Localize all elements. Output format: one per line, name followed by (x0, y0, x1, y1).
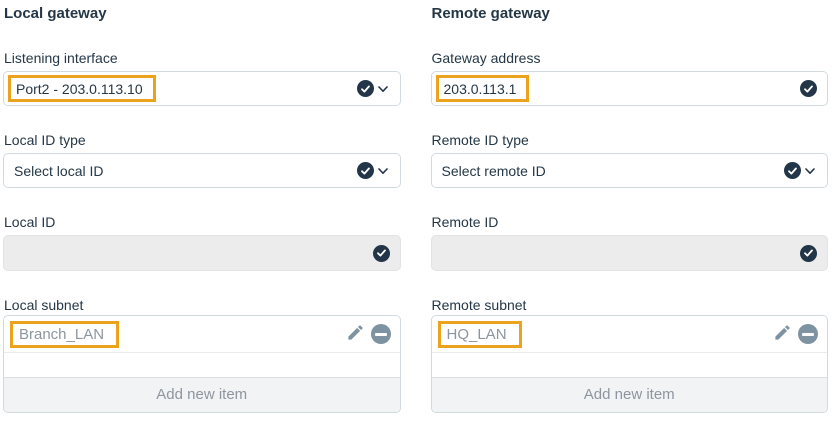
minus-circle-icon (798, 324, 818, 344)
gateway-address-label: Gateway address (431, 50, 541, 66)
local-id-type-value: Select local ID (14, 162, 104, 179)
check-circle-icon (356, 80, 374, 97)
listening-interface-label: Listening interface (4, 50, 118, 66)
item-actions (346, 323, 391, 345)
add-new-item-button[interactable]: Add new item (4, 377, 400, 412)
subnet-list-item: HQ_LAN (431, 316, 827, 353)
remote-gateway-heading: Remote gateway (431, 5, 550, 22)
control-icons (800, 244, 817, 262)
remote-subnet-group: Remote subnet HQ_LAN (430, 297, 828, 413)
remote-id-input (430, 235, 828, 271)
add-new-item-button[interactable]: Add new item (431, 377, 827, 412)
control-icons (356, 162, 390, 179)
annotation-highlight: Branch_LAN (10, 320, 120, 348)
remote-gateway-section: Remote gateway Gateway address 203.0.113… (430, 5, 828, 439)
remove-item-button[interactable] (370, 324, 391, 344)
minus-circle-icon (370, 324, 391, 344)
remote-id-type-group: Remote ID type Select remote ID (430, 132, 828, 188)
edit-item-button[interactable] (773, 323, 792, 345)
local-id-type-group: Local ID type Select local ID (3, 132, 401, 188)
local-id-label: Local ID (4, 214, 56, 230)
control-icons (356, 80, 390, 97)
local-gateway-section: Local gateway Listening interface Port2 … (3, 5, 401, 439)
annotation-highlight: HQ_LAN (437, 320, 522, 348)
subnet-item-value: HQ_LAN (446, 325, 507, 343)
chevron-down-icon (376, 82, 390, 96)
annotation-highlight: 203.0.113.1 (435, 75, 530, 102)
local-gateway-heading: Local gateway (4, 5, 107, 22)
gateway-address-input[interactable]: 203.0.113.1 (430, 71, 828, 106)
control-icons (372, 244, 390, 262)
list-empty-space (4, 353, 400, 377)
listening-interface-select[interactable]: Port2 - 203.0.113.10 (3, 71, 401, 106)
edit-item-button[interactable] (346, 323, 365, 345)
gateway-address-group: Gateway address 203.0.113.1 (430, 50, 828, 106)
item-actions (773, 323, 818, 345)
control-icons (800, 80, 817, 97)
check-circle-icon (800, 80, 817, 97)
list-empty-space (431, 353, 827, 377)
local-subnet-label: Local subnet (4, 297, 84, 313)
remote-id-type-value: Select remote ID (441, 162, 546, 179)
listening-interface-group: Listening interface Port2 - 203.0.113.10 (3, 50, 401, 106)
check-circle-icon (800, 244, 817, 262)
subnet-list-item: Branch_LAN (4, 316, 400, 353)
listening-interface-value: Port2 - 203.0.113.10 (16, 80, 143, 97)
remote-id-group: Remote ID (430, 214, 828, 271)
remote-subnet-label: Remote subnet (431, 297, 527, 313)
local-id-type-label: Local ID type (4, 132, 86, 148)
remote-subnet-list: HQ_LAN Add new item (430, 315, 828, 413)
gateway-address-value: 203.0.113.1 (443, 80, 517, 97)
control-icons (784, 162, 817, 179)
check-circle-icon (372, 244, 390, 262)
local-id-group: Local ID (3, 214, 401, 271)
remote-id-type-select[interactable]: Select remote ID (430, 153, 828, 188)
local-subnet-list: Branch_LAN Add new item (3, 315, 401, 413)
local-subnet-group: Local subnet Branch_LAN (3, 297, 401, 413)
local-id-input (3, 235, 401, 271)
remove-item-button[interactable] (798, 324, 818, 344)
chevron-down-icon (376, 164, 390, 178)
pencil-icon (346, 323, 365, 345)
local-id-type-select[interactable]: Select local ID (3, 153, 401, 188)
chevron-down-icon (803, 164, 817, 178)
remote-id-type-label: Remote ID type (431, 132, 529, 148)
check-circle-icon (356, 162, 374, 179)
subnet-item-value: Branch_LAN (19, 325, 105, 343)
remote-id-label: Remote ID (431, 214, 499, 230)
annotation-highlight: Port2 - 203.0.113.10 (8, 75, 156, 102)
check-circle-icon (784, 162, 801, 179)
pencil-icon (773, 323, 792, 345)
